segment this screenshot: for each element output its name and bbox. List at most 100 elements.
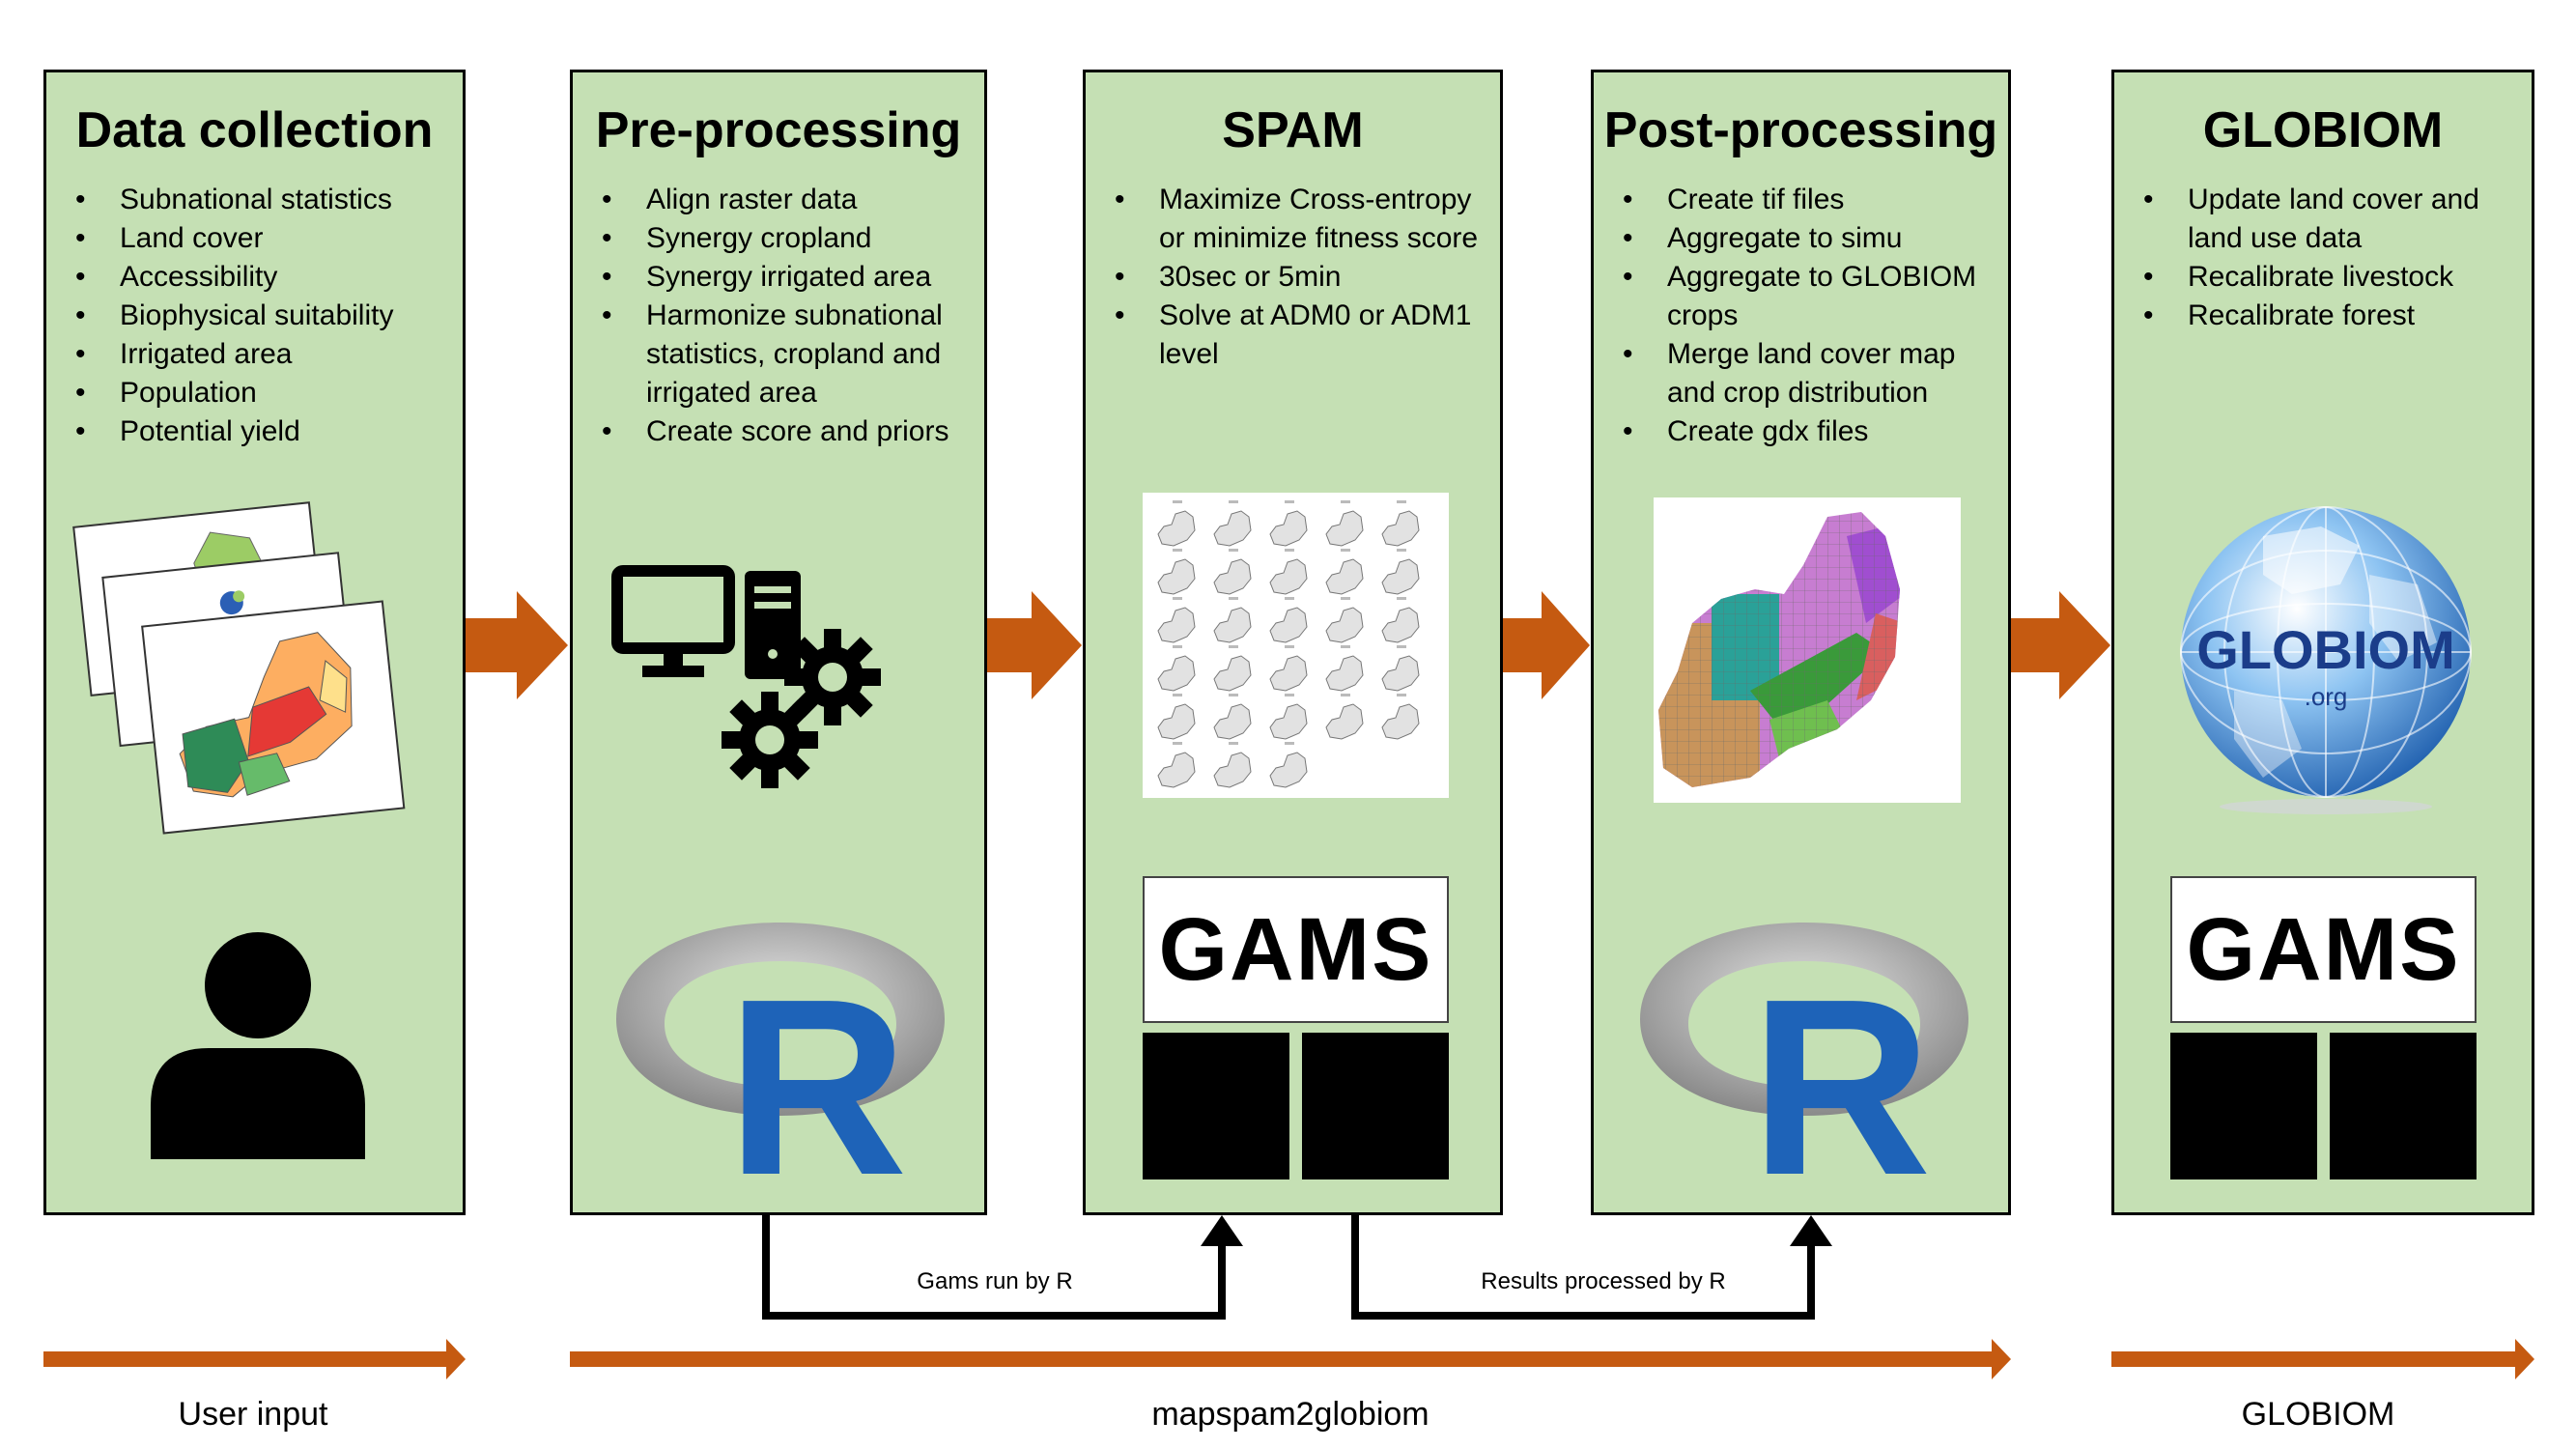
map-thumbnail-caption	[1173, 742, 1182, 745]
list-item: Aggregate to GLOBIOM crops	[1615, 258, 1998, 335]
list-item: Biophysical suitability	[68, 297, 453, 335]
panel-data-collection: Data collection Subnational statistics L…	[43, 70, 466, 1215]
map-thumbnail-caption	[1341, 694, 1350, 696]
map-thumbnail	[1213, 703, 1252, 740]
map-thumbnail-caption	[1285, 742, 1294, 745]
map-thumbnail	[1157, 752, 1196, 788]
globiom-logo-text: GLOBIOM	[2196, 619, 2455, 680]
map-thumbnail	[1381, 510, 1420, 547]
bullet-list: Create tif files Aggregate to simu Aggre…	[1615, 181, 1998, 451]
list-item: Aggregate to simu	[1615, 219, 1998, 258]
map-thumbnail-caption	[1229, 549, 1238, 552]
map-thumbnail-caption	[1229, 645, 1238, 648]
list-item: Harmonize subnational statistics, cropla…	[594, 297, 975, 412]
map-thumbnail-caption	[1173, 549, 1182, 552]
map-thumbnail	[1213, 510, 1252, 547]
map-thumbnail	[1381, 703, 1420, 740]
map-thumbnail	[1213, 558, 1252, 595]
bottom-label-globiom: GLOBIOM	[2241, 1396, 2395, 1433]
list-item: Merge land cover map and crop distributi…	[1615, 335, 1998, 412]
list-item: Solve at ADM0 or ADM1 level	[1107, 297, 1490, 374]
map-thumbnail-caption	[1341, 500, 1350, 503]
list-item: Maximize Cross-entropy or minimize fitne…	[1107, 181, 1490, 258]
list-item: Irrigated area	[68, 335, 453, 374]
bottom-label-mapspam2globiom: mapspam2globiom	[1151, 1396, 1430, 1433]
panel-post-processing: Post-processing Create tif files Aggrega…	[1591, 70, 2011, 1215]
map-thumbnail-caption	[1397, 597, 1406, 600]
map-thumbnail-caption	[1229, 742, 1238, 745]
panel-globiom: GLOBIOM Update land cover and land use d…	[2111, 70, 2534, 1215]
bullet-list: Align raster data Synergy cropland Syner…	[594, 181, 975, 451]
user-icon	[151, 932, 365, 1159]
map-thumbnail	[1325, 703, 1364, 740]
map-thumbnail	[1269, 703, 1308, 740]
list-item: Create tif files	[1615, 181, 1998, 219]
computer-icon	[611, 565, 801, 679]
loop-connector-left	[762, 1215, 1226, 1320]
timeline-arrow-user-input	[43, 1339, 466, 1379]
map-thumbnail-caption	[1285, 549, 1294, 552]
map-thumbnail-caption	[1341, 597, 1350, 600]
map-thumbnail	[1157, 703, 1196, 740]
bullet-list: Subnational statistics Land cover Access…	[68, 181, 453, 451]
map-thumbnail	[1381, 655, 1420, 692]
map-thumbnail-caption	[1397, 694, 1406, 696]
map-thumbnail	[1269, 510, 1308, 547]
map-thumbnail	[1213, 655, 1252, 692]
bottom-label-user-input: User input	[178, 1396, 328, 1433]
map-thumbnail-caption	[1341, 645, 1350, 648]
flow-arrow	[1503, 591, 1590, 699]
map-thumbnail-caption	[1397, 500, 1406, 503]
flow-arrow	[987, 591, 1082, 699]
globe-icon: GLOBIOM .org	[2180, 506, 2472, 814]
list-item: Population	[68, 374, 453, 412]
r-logo-letter: R	[726, 948, 908, 1183]
map-thumbnail	[1157, 558, 1196, 595]
map-thumbnail-caption	[1173, 597, 1182, 600]
map-thumbnail	[1381, 558, 1420, 595]
panel-spam: SPAM Maximize Cross-entropy or minimize …	[1083, 70, 1503, 1215]
list-item: Align raster data	[594, 181, 975, 219]
map-thumbnail-caption	[1229, 694, 1238, 696]
map-thumbnail-caption	[1173, 645, 1182, 648]
list-item: Land cover	[68, 219, 453, 258]
map-thumbnail-caption	[1173, 694, 1182, 696]
list-item: Update land cover and land use data	[2136, 181, 2522, 258]
list-item: 30sec or 5min	[1107, 258, 1490, 297]
map-thumbnail	[1325, 655, 1364, 692]
map-thumbnail	[1269, 655, 1308, 692]
map-thumbnail	[1325, 558, 1364, 595]
gear-icon	[722, 692, 818, 788]
gams-logo-text: GAMS	[1143, 876, 1449, 1023]
map-thumbnail	[1325, 510, 1364, 547]
map-thumbnail-caption	[1285, 645, 1294, 648]
panel-title: Pre-processing	[595, 102, 962, 158]
r-logo: R	[1640, 923, 1968, 1183]
map-thumbnail-caption	[1285, 500, 1294, 503]
gams-logo-block	[1143, 1033, 1289, 1179]
timeline-arrow-mapspam2globiom	[570, 1339, 2011, 1379]
panel-title: Data collection	[75, 102, 434, 158]
loop-label-left: Gams run by R	[917, 1268, 1073, 1294]
crop-distribution-map-image	[1654, 497, 1961, 803]
flow-arrow	[466, 591, 568, 699]
map-thumbnail-caption	[1397, 549, 1406, 552]
list-item: Accessibility	[68, 258, 453, 297]
map-stack-icon	[72, 501, 406, 835]
small-multiples-map-image	[1143, 493, 1449, 798]
list-item: Synergy irrigated area	[594, 258, 975, 297]
map-thumbnail-caption	[1285, 597, 1294, 600]
list-item: Create score and priors	[594, 412, 975, 451]
map-thumbnail-caption	[1285, 694, 1294, 696]
panel-title: GLOBIOM	[2202, 102, 2444, 158]
gams-logo-block	[1302, 1033, 1449, 1179]
map-thumbnail	[1213, 752, 1252, 788]
list-item: Potential yield	[68, 412, 453, 451]
map-thumbnail-caption	[1173, 500, 1182, 503]
loop-label-right: Results processed by R	[1481, 1268, 1726, 1294]
list-item: Recalibrate forest	[2136, 297, 2522, 335]
loop-connector-right	[1351, 1215, 1815, 1320]
map-thumbnail	[1269, 752, 1308, 788]
r-logo: R	[616, 923, 945, 1183]
